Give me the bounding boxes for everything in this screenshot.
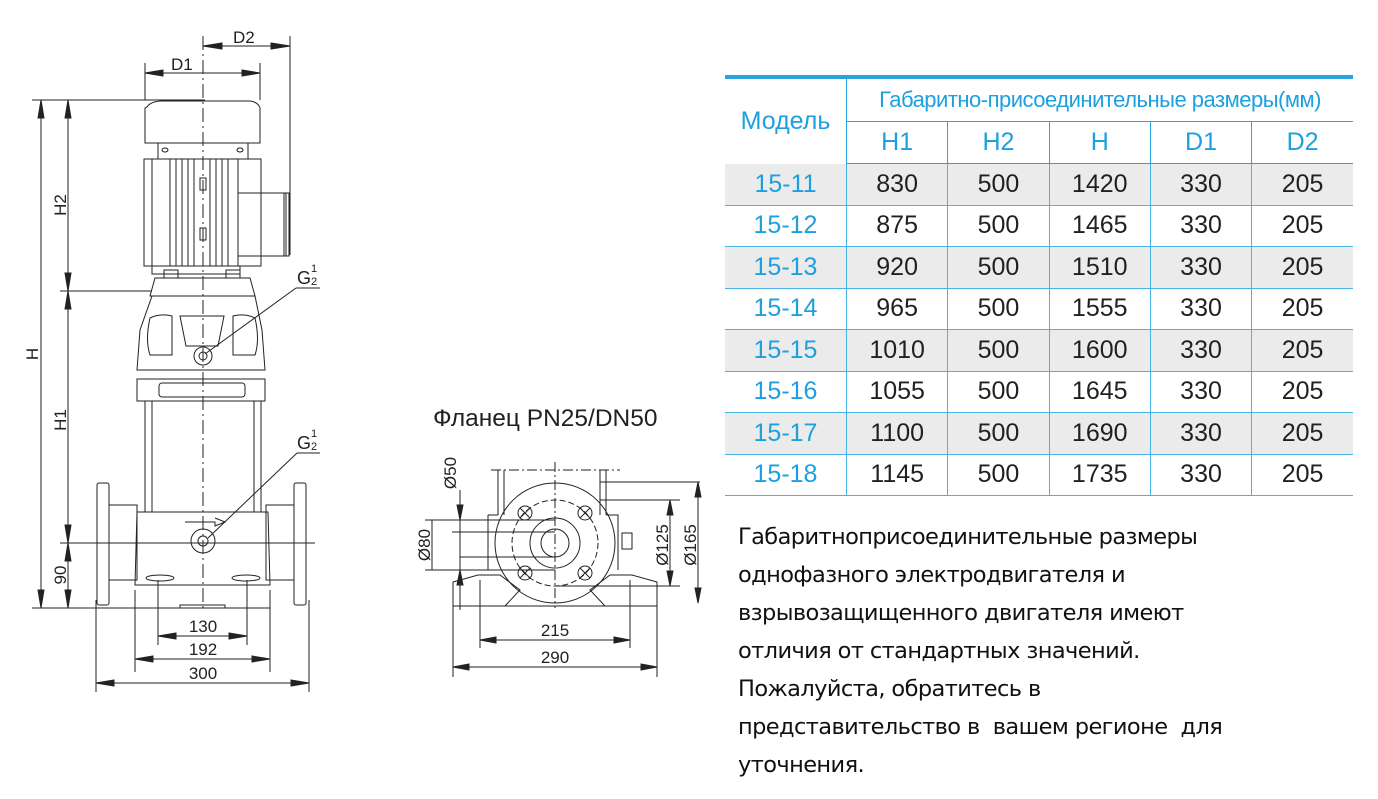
cell-model: 15-18 xyxy=(725,454,847,496)
cell-d1: 330 xyxy=(1150,163,1253,206)
table-row: 15-15 1010 500 1600 330 205 xyxy=(725,329,1353,372)
cell-h: 1555 xyxy=(1049,288,1151,330)
svg-text:G: G xyxy=(297,268,311,288)
svg-text:2: 2 xyxy=(311,276,317,288)
cell-h1: 875 xyxy=(846,205,949,247)
cell-d2: 205 xyxy=(1251,454,1353,496)
svg-text:G: G xyxy=(297,433,311,453)
cell-d1: 330 xyxy=(1150,246,1253,289)
dim-label-d125: Ø125 xyxy=(653,524,672,566)
cell-d2: 205 xyxy=(1251,246,1353,289)
dim-label-h1: H1 xyxy=(51,409,70,431)
flange-title: Фланец PN25/DN50 xyxy=(433,405,658,432)
svg-text:1: 1 xyxy=(311,263,317,275)
cell-h: 1735 xyxy=(1049,454,1151,496)
cell-model: 15-12 xyxy=(725,205,847,247)
cell-model: 15-15 xyxy=(725,329,847,372)
dim-label-192: 192 xyxy=(189,640,217,659)
cell-d2: 205 xyxy=(1251,412,1353,455)
header-model: Модель xyxy=(725,79,847,164)
header-h2: H2 xyxy=(947,121,1050,164)
cell-d1: 330 xyxy=(1150,412,1253,455)
cell-h: 1465 xyxy=(1049,205,1151,247)
dim-label-h2: H2 xyxy=(51,194,70,216)
table-row: 15-11 830 500 1420 330 205 xyxy=(725,163,1353,206)
cell-h2: 500 xyxy=(947,205,1050,247)
dim-label-300: 300 xyxy=(189,664,217,683)
cell-h2: 500 xyxy=(947,371,1050,413)
note-line: уточнения. xyxy=(738,752,865,778)
port-label-upper: G 1 2 xyxy=(297,263,317,288)
table-row: 15-16 1055 500 1645 330 205 xyxy=(725,371,1353,413)
dim-label-130: 130 xyxy=(189,617,217,636)
cell-h2: 500 xyxy=(947,454,1050,496)
table-row: 15-17 1100 500 1690 330 205 xyxy=(725,412,1353,455)
note-line: однофазного электродвигателя и xyxy=(738,562,1126,588)
cell-h: 1510 xyxy=(1049,246,1151,289)
header-d1: D1 xyxy=(1150,121,1253,164)
cell-h2: 500 xyxy=(947,329,1050,372)
port-label-lower: G 1 2 xyxy=(297,428,317,453)
cell-h: 1645 xyxy=(1049,371,1151,413)
cell-h: 1690 xyxy=(1049,412,1151,455)
cell-h2: 500 xyxy=(947,288,1050,330)
dim-label-h: H xyxy=(23,348,42,360)
cell-d2: 205 xyxy=(1251,329,1353,372)
header-d2: D2 xyxy=(1251,121,1353,164)
flange-dimension-drawing: Ø50 Ø80 Ø125 Ø165 215 290 xyxy=(415,457,702,677)
dimensions-note: Габаритноприсоединительные размеры одноф… xyxy=(738,518,1378,784)
dim-label-290: 290 xyxy=(541,648,569,667)
dim-label-d2: D2 xyxy=(233,28,255,47)
cell-h: 1420 xyxy=(1049,163,1151,206)
cell-d1: 330 xyxy=(1150,454,1253,496)
table-row: 15-13 920 500 1510 330 205 xyxy=(725,246,1353,289)
cell-d1: 330 xyxy=(1150,329,1253,372)
note-line: отличия от стандартных значений. xyxy=(738,638,1140,664)
cell-h1: 1100 xyxy=(846,412,949,455)
header-h: H xyxy=(1049,121,1151,164)
svg-text:2: 2 xyxy=(311,441,317,453)
table-row: 15-18 1145 500 1735 330 205 xyxy=(725,454,1353,496)
dim-label-90: 90 xyxy=(51,566,70,585)
dim-label-d50: Ø50 xyxy=(441,457,460,489)
dim-label-d1: D1 xyxy=(171,55,193,74)
note-line: Габаритноприсоединительные размеры xyxy=(738,524,1198,550)
cell-h1: 1010 xyxy=(846,329,949,372)
cell-h1: 920 xyxy=(846,246,949,289)
cell-d2: 205 xyxy=(1251,163,1353,206)
table-row: 15-12 875 500 1465 330 205 xyxy=(725,205,1353,247)
header-h1: H1 xyxy=(846,121,949,164)
header-dimensions-group: Габаритно-присоединительные размеры(мм) xyxy=(846,79,1353,122)
cell-h1: 1055 xyxy=(846,371,949,413)
cell-d2: 205 xyxy=(1251,205,1353,247)
note-line: Пожалуйста, обратитесь в xyxy=(738,676,1041,702)
svg-text:1: 1 xyxy=(311,428,317,440)
cell-h2: 500 xyxy=(947,412,1050,455)
cell-model: 15-14 xyxy=(725,288,847,330)
dim-label-d165: Ø165 xyxy=(681,524,700,566)
dim-label-215: 215 xyxy=(541,621,569,640)
cell-model: 15-17 xyxy=(725,412,847,455)
cell-model: 15-11 xyxy=(725,163,847,206)
table-row: 15-14 965 500 1555 330 205 xyxy=(725,288,1353,330)
cell-h2: 500 xyxy=(947,163,1050,206)
cell-h: 1600 xyxy=(1049,329,1151,372)
cell-h1: 1145 xyxy=(846,454,949,496)
pump-dimension-drawing: D2 D1 H2 H H1 90 130 192 300 G 1 2 G 1 2 xyxy=(23,28,320,692)
cell-h1: 965 xyxy=(846,288,949,330)
note-line: представительство в вашем регионе для xyxy=(738,714,1223,740)
cell-h1: 830 xyxy=(846,163,949,206)
dimensions-table: Модель Габаритно-присоединительные разме… xyxy=(725,79,1353,496)
cell-h2: 500 xyxy=(947,246,1050,289)
note-line: взрывозащищенного двигателя имеют xyxy=(738,600,1184,626)
cell-d1: 330 xyxy=(1150,205,1253,247)
table-top-rule xyxy=(725,75,1353,79)
cell-model: 15-13 xyxy=(725,246,847,289)
cell-d1: 330 xyxy=(1150,288,1253,330)
cell-model: 15-16 xyxy=(725,371,847,413)
cell-d2: 205 xyxy=(1251,288,1353,330)
cell-d2: 205 xyxy=(1251,371,1353,413)
dim-label-d80: Ø80 xyxy=(415,529,434,561)
cell-d1: 330 xyxy=(1150,371,1253,413)
